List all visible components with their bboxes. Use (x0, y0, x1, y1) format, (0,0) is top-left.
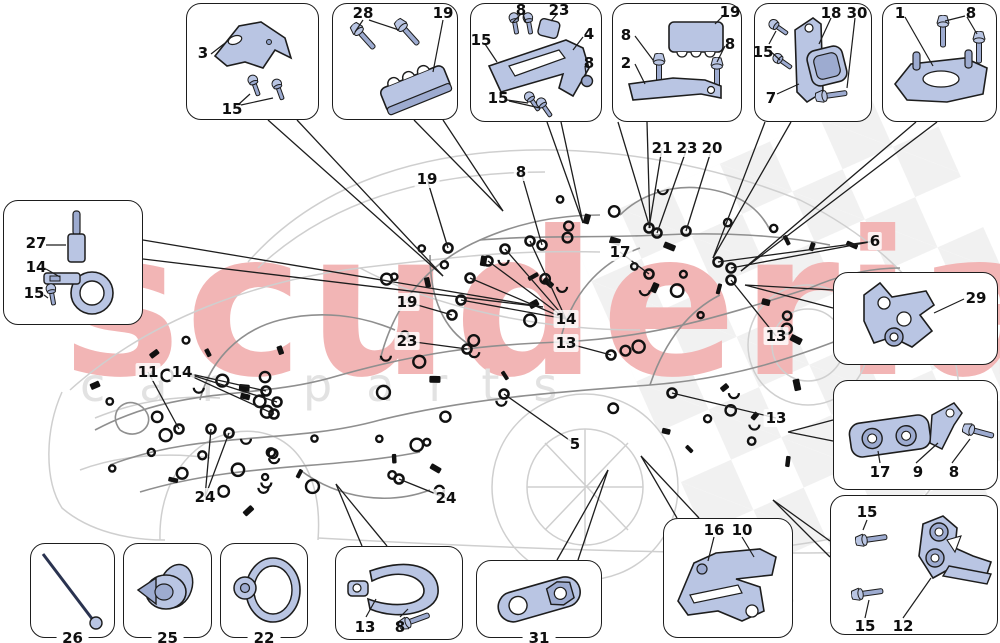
callout-label: 24 (192, 488, 218, 506)
callout-label: 5 (567, 435, 583, 453)
detail-box-spacer-19: 28 19 (332, 3, 458, 120)
part-number: 8 (965, 4, 977, 22)
part-number: 26 (56, 629, 89, 643)
part-number: 1 (894, 4, 906, 22)
detail-box-bracket-4: 8 23 15 4 8 15 (470, 1, 602, 122)
part-art-clamp-bolt (347, 563, 439, 632)
part-number: 16 (703, 521, 725, 539)
detail-box-ringclip-22: 22 (220, 543, 308, 643)
part-number: 18 (820, 4, 842, 22)
callout-label: 11 (135, 363, 161, 381)
part-number: 27 (25, 234, 47, 252)
part-number: 15 (221, 100, 243, 118)
part-number: 25 (151, 629, 184, 643)
part-art-mount-plate (893, 15, 988, 103)
part-number: 9 (912, 463, 924, 481)
part-art-damper-bracket (848, 402, 996, 464)
callout-label: 19 (414, 170, 440, 188)
part-number: 15 (854, 617, 876, 635)
part-number: 10 (731, 521, 753, 539)
part-art-bracket-bolts (850, 515, 993, 619)
part-art-bracket (210, 21, 293, 106)
callout-label: 23 (674, 139, 700, 157)
callout-label: 13 (763, 327, 789, 345)
part-number: 7 (765, 89, 777, 107)
detail-box-sensor-18: 15 18 30 7 (752, 3, 872, 122)
detail-box-clamp-13: 13 8 (335, 546, 463, 640)
detail-box-relay-19: 8 2 19 8 (612, 3, 742, 122)
part-number: 8 (583, 54, 595, 72)
part-art-relay-bracket (628, 13, 726, 101)
callout-label: 14 (169, 363, 195, 381)
part-art-cable-tie (41, 553, 103, 630)
callout-label: 23 (394, 332, 420, 350)
detail-box-grommet-25: 25 (123, 543, 212, 643)
part-art-antenna-clamp (43, 210, 114, 315)
detail-box-bracket-16-10: 16 10 (663, 518, 793, 638)
part-number: 15 (470, 31, 492, 49)
part-number: 28 (352, 4, 374, 22)
part-number: 8 (620, 26, 632, 44)
detail-box-antenna-27: 27 14 15 (3, 200, 143, 325)
part-number: 30 (846, 4, 868, 22)
part-number: 19 (432, 4, 454, 22)
part-number: 8 (394, 618, 406, 636)
part-number: 15 (752, 43, 774, 61)
callout-label: 21 (649, 139, 675, 157)
part-number: 29 (965, 289, 987, 307)
part-number: 17 (869, 463, 891, 481)
callout-label: 14 (553, 310, 579, 328)
part-number: 15 (856, 503, 878, 521)
detail-box-cabletie-26: 26 (30, 543, 115, 643)
callout-label: 8 (513, 163, 529, 181)
part-number: 8 (515, 1, 527, 19)
part-number: 22 (247, 629, 281, 643)
callout-label: 24 (433, 489, 459, 507)
part-art-grommet (136, 563, 194, 610)
part-number: 8 (724, 35, 736, 53)
part-art-slotted-bracket (484, 11, 594, 120)
part-number: 23 (548, 1, 570, 19)
part-number: 2 (620, 54, 632, 72)
part-number: 19 (719, 3, 741, 21)
part-art-eyelet-nut (497, 576, 581, 623)
part-art-bolts-block (347, 15, 453, 116)
detail-box-eyelet-31: 31 (476, 560, 602, 643)
part-art-sensor-bracket (766, 17, 856, 104)
part-number: 3 (197, 44, 209, 62)
part-number: 8 (948, 463, 960, 481)
part-number: 14 (25, 258, 47, 276)
part-number: 12 (892, 617, 914, 635)
callout-label: 17 (607, 243, 633, 261)
detail-box-plate-1: 1 8 (882, 3, 997, 122)
part-art-bracket (863, 281, 965, 348)
part-number: 4 (583, 25, 595, 43)
part-number: 15 (487, 89, 509, 107)
detail-box-bracket-12: 15 15 12 (830, 495, 998, 635)
detail-box-bracket-3: 3 15 (186, 3, 319, 120)
part-number: 13 (354, 618, 376, 636)
callout-label: 13 (763, 409, 789, 427)
part-art-support-bracket (677, 536, 777, 622)
callout-label: 6 (867, 232, 883, 250)
callout-label: 20 (699, 139, 725, 157)
detail-box-damper-17: 17 9 8 (833, 380, 998, 490)
callout-label: 13 (553, 334, 579, 352)
part-art-ring-clip (233, 557, 301, 623)
part-number: 15 (23, 284, 45, 302)
callout-label: 19 (394, 293, 420, 311)
part-number: 31 (522, 629, 556, 643)
detail-box-bracket-29: 29 (833, 272, 998, 365)
